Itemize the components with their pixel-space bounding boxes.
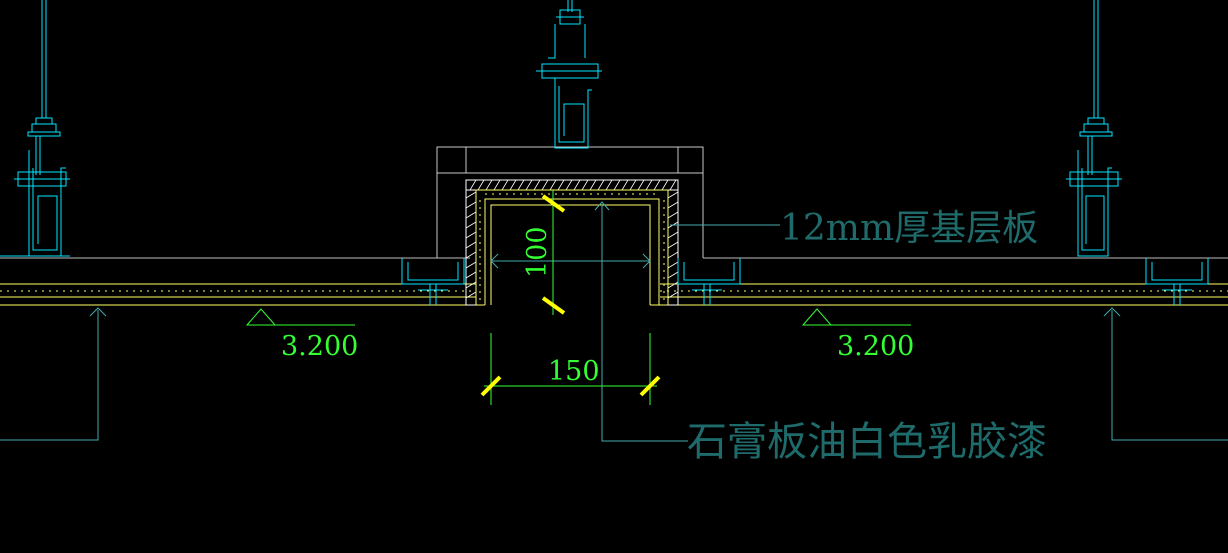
elevation-marker-left: 3.200 bbox=[245, 308, 358, 362]
hanger-left bbox=[0, 0, 70, 257]
runner-right bbox=[1145, 258, 1209, 305]
height-dimension-value: 100 bbox=[522, 226, 553, 278]
hanger-right bbox=[1066, 0, 1122, 257]
runner-mid bbox=[677, 258, 741, 305]
gypsum-board-lining bbox=[475, 189, 669, 305]
leader-lines bbox=[0, 201, 1228, 442]
dimension-width: 150 bbox=[480, 333, 661, 405]
base-board-label: 12mm厚基层板 bbox=[780, 208, 1038, 249]
dimension-height: 100 bbox=[522, 190, 566, 315]
hanger-center bbox=[536, 0, 602, 149]
elevation-marker-right: 3.200 bbox=[801, 308, 914, 362]
ceiling-board-layers bbox=[0, 257, 1228, 306]
finish-label: 石膏板油白色乳胶漆 bbox=[687, 419, 1047, 465]
recessed-box-outline bbox=[436, 146, 704, 258]
elevation-left-value: 3.200 bbox=[281, 331, 358, 362]
width-dimension-value: 150 bbox=[548, 356, 600, 387]
runner-left bbox=[401, 258, 465, 305]
elevation-right-value: 3.200 bbox=[837, 331, 914, 362]
